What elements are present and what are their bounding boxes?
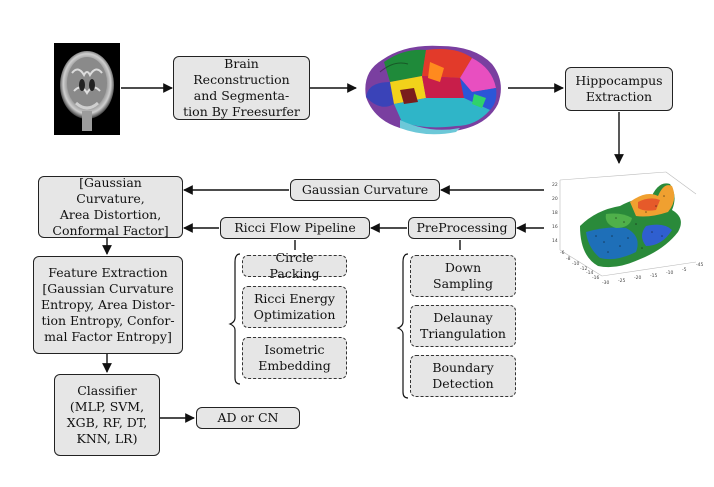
- ricci-flow-pipeline-box: Ricci Flow Pipeline: [220, 217, 370, 239]
- combined-features-box: [Gaussian Curvature, Area Distortion, Co…: [38, 175, 183, 238]
- delaunay-triangulation-step: Delaunay Triangulation: [410, 305, 516, 347]
- brain-reconstruction-box: Brain Reconstruction and Segmenta- tion …: [173, 56, 310, 120]
- circle-packing-step: Circle Packing: [242, 250, 347, 281]
- x-tick: -20: [634, 275, 641, 281]
- feature-extraction-box: Feature Extraction [Gaussian Curvature E…: [33, 256, 183, 354]
- brace-ricci-steps: [228, 253, 241, 385]
- y-tick: -12: [580, 266, 587, 272]
- gaussian-curvature-box: Gaussian Curvature: [290, 179, 440, 201]
- z-tick: 14: [552, 238, 558, 244]
- y-tick: -14: [586, 270, 593, 276]
- result-box: AD or CN: [196, 407, 300, 429]
- classifier-box: Classifier (MLP, SVM, XGB, RF, DT, KNN, …: [54, 374, 160, 456]
- z-tick: 16: [552, 224, 558, 230]
- boundary-detection-step: Boundary Detection: [410, 355, 516, 397]
- z-tick: 22: [552, 182, 558, 188]
- x-tick: -5: [682, 267, 687, 273]
- x-tick: -45: [696, 262, 703, 268]
- x-tick: -10: [666, 270, 673, 276]
- y-tick: -10: [572, 261, 579, 267]
- preprocessing-box: PreProcessing: [408, 217, 516, 239]
- segmented-brain-image: [360, 42, 506, 138]
- hippocampus-extraction-box: Hippocampus Extraction: [565, 67, 673, 111]
- x-tick: -15: [650, 273, 657, 279]
- isometric-embedding-step: Isometric Embedding: [242, 337, 347, 379]
- z-tick: 20: [552, 196, 558, 202]
- y-tick: -6: [560, 250, 565, 256]
- x-tick: -25: [618, 278, 625, 284]
- z-tick: 18: [552, 210, 558, 216]
- y-tick: -8: [566, 256, 571, 262]
- down-sampling-step: Down Sampling: [410, 255, 516, 297]
- y-tick: -16: [592, 275, 599, 281]
- mri-slice-image: [54, 43, 120, 135]
- brace-preprocessing-steps: [396, 253, 409, 399]
- x-tick: -30: [602, 280, 609, 286]
- hippocampus-surface-plot: 22 20 18 16 14 -6 -8 -10 -12 -14 -16 -30…: [546, 166, 710, 288]
- ricci-energy-optimization-step: Ricci Energy Optimization: [242, 286, 347, 328]
